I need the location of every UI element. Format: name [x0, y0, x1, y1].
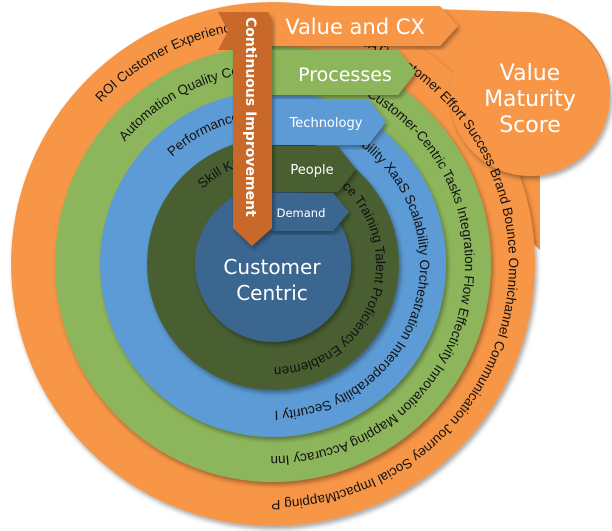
- banner-value-cx[interactable]: Value and CX: [245, 6, 458, 46]
- center-line-2: Centric: [236, 281, 308, 305]
- score-bubble-line-1: Value: [500, 61, 560, 86]
- score-bubble-line-2: Maturity: [484, 87, 576, 112]
- banner-label-people: People: [290, 163, 333, 178]
- layer-banners: Value and CX Processes Technology People…: [245, 6, 458, 231]
- banner-demand[interactable]: Demand: [270, 193, 349, 231]
- banner-people[interactable]: People: [270, 146, 356, 192]
- ci-arrow-head: [218, 12, 236, 50]
- center-line-1: Customer: [223, 255, 321, 279]
- banner-processes[interactable]: Processes: [270, 50, 416, 95]
- ci-label: Continuous Improvement: [242, 17, 258, 217]
- banner-label-processes: Processes: [298, 64, 392, 86]
- banner-technology[interactable]: Technology: [270, 99, 386, 145]
- score-bubble-circle: [450, 16, 610, 176]
- continuous-improvement-arrow: Continuous Improvement: [218, 12, 272, 246]
- banner-label-demand: Demand: [277, 206, 326, 220]
- banner-label-technology: Technology: [289, 116, 363, 131]
- banner-label-value-cx: Value and CX: [285, 15, 425, 39]
- score-bubble-line-3: Score: [499, 113, 561, 138]
- rings: [11, 2, 535, 526]
